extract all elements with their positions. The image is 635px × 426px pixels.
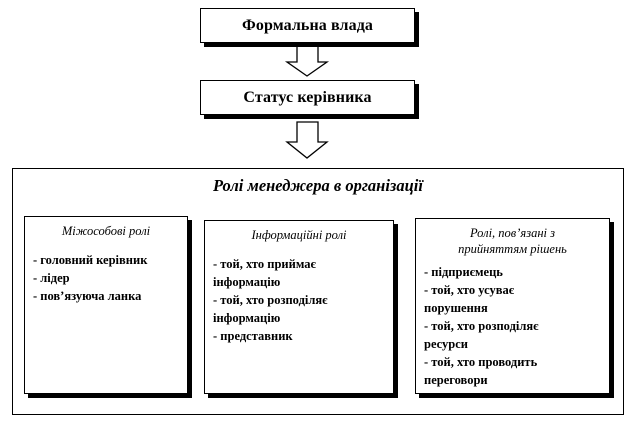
list-item: - пов’язуюча ланка bbox=[33, 289, 142, 303]
manager-status-label: Статус керівника bbox=[243, 88, 372, 106]
formal-power-box: Формальна влада bbox=[200, 8, 415, 43]
interpersonal-roles-list: - головний керівник - лідер - пов’язуюча… bbox=[33, 251, 179, 305]
manager-status-box: Статус керівника bbox=[200, 80, 415, 115]
roles-title: Ролі менеджера в організації bbox=[213, 176, 423, 195]
formal-power-label: Формальна влада bbox=[242, 16, 373, 34]
interpersonal-roles-box: Міжособові ролі - головний керівник - лі… bbox=[24, 216, 188, 394]
list-item: - представник bbox=[213, 329, 293, 343]
arrow-down-1 bbox=[284, 43, 330, 77]
list-item: - головний керівник bbox=[33, 253, 148, 267]
arrow-down-2 bbox=[285, 121, 329, 159]
informational-roles-title: Інформаційні ролі bbox=[251, 228, 347, 242]
decision-roles-title: Ролі, пов’язані з прийняттям рішень bbox=[458, 226, 567, 256]
decision-roles-box: Ролі, пов’язані з прийняттям рішень - пі… bbox=[415, 218, 610, 394]
list-item: - лідер bbox=[33, 271, 70, 285]
interpersonal-roles-title: Міжособові ролі bbox=[61, 224, 151, 238]
list-item: - підприємець bbox=[424, 265, 503, 279]
